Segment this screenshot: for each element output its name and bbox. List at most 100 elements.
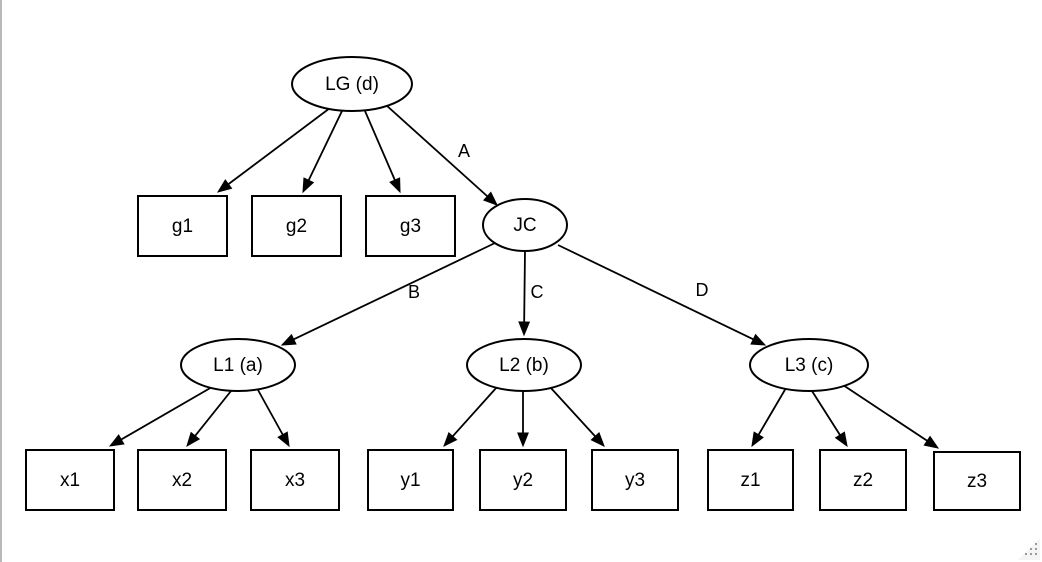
node-label-JC: JC [513, 215, 536, 236]
node-shape-ellipse [749, 338, 869, 392]
node-x2[interactable]: x2 [137, 449, 227, 511]
edge-line [257, 389, 285, 437]
node-g3[interactable]: g3 [365, 195, 456, 257]
node-LG[interactable]: LG (d) [291, 56, 413, 112]
edge-label-B: B [408, 282, 420, 302]
node-shape-ellipse [291, 56, 413, 112]
node-y1[interactable]: y1 [367, 449, 454, 511]
arrow-head [302, 177, 315, 194]
node-label-y3: y3 [625, 470, 645, 491]
arrow-head [443, 431, 458, 448]
edge-LG-to-JC[interactable] [385, 104, 499, 206]
node-label-y1: y1 [400, 470, 420, 491]
arrow-head [751, 431, 764, 448]
node-label-x1: x1 [60, 470, 80, 491]
node-shape-box [137, 449, 227, 511]
node-shape-box [591, 449, 679, 511]
edge-line [557, 244, 756, 342]
node-x3[interactable]: x3 [250, 449, 340, 511]
edge-L1-to-x3[interactable] [257, 389, 290, 448]
arrow-head [518, 321, 531, 337]
edge-L3-to-z1[interactable] [751, 387, 787, 448]
node-label-g1: g1 [172, 216, 193, 237]
edge-L2-to-y3[interactable] [549, 386, 605, 447]
node-label-g3: g3 [400, 216, 421, 237]
edge-L2-to-y1[interactable] [443, 386, 498, 448]
node-y2[interactable]: y2 [479, 449, 567, 511]
node-z1[interactable]: z1 [707, 449, 794, 511]
node-g1[interactable]: g1 [137, 195, 228, 257]
node-label-L2: L2 (b) [499, 355, 549, 376]
resize-grip-icon[interactable] [1018, 538, 1040, 560]
node-label-x2: x2 [172, 470, 192, 491]
edge-LG-to-g3[interactable] [364, 110, 401, 194]
edge-line [523, 250, 526, 325]
edge-line [226, 107, 331, 187]
edge-L1-to-x2[interactable] [186, 390, 232, 448]
node-shape-box [25, 449, 115, 511]
edge-line [364, 110, 397, 183]
arrow-head [108, 434, 125, 447]
edge-line [842, 384, 930, 443]
edges-layer [108, 104, 940, 449]
edge-line [385, 104, 490, 199]
node-label-z3: z3 [967, 471, 987, 492]
edge-label-D: D [696, 280, 709, 300]
arrow-head [923, 435, 940, 449]
left-edge-rule [0, 0, 2, 562]
node-label-y2: y2 [513, 470, 533, 491]
node-label-g2: g2 [286, 216, 307, 237]
node-z2[interactable]: z2 [819, 449, 907, 511]
node-label-L3: L3 (c) [785, 355, 834, 376]
edge-label-C: C [531, 282, 544, 302]
node-shape-box [707, 449, 794, 511]
arrow-head [216, 179, 233, 193]
edge-line [549, 386, 598, 439]
edge-line [450, 386, 498, 439]
arrow-head [482, 191, 499, 206]
node-z3[interactable]: z3 [933, 451, 1021, 511]
node-shape-box [367, 449, 454, 511]
edge-LG-to-g1[interactable] [216, 107, 331, 193]
node-shape-box [819, 449, 907, 511]
edge-L2-to-y2[interactable] [517, 391, 529, 448]
node-L1[interactable]: L1 (a) [180, 338, 296, 392]
node-label-L1: L1 (a) [213, 355, 263, 376]
node-shape-box [250, 449, 340, 511]
edge-L1-to-x1[interactable] [108, 386, 213, 447]
edge-line [811, 390, 842, 438]
arrow-head [517, 432, 529, 448]
arrow-head [590, 432, 605, 447]
node-L3[interactable]: L3 (c) [749, 338, 869, 392]
nodes-layer: LG (d) JC L1 (a) L2 (b) L3 (c) g1 g2 g3 x1 x2 x3 y1… [25, 56, 1021, 511]
node-JC[interactable]: JC [482, 198, 568, 252]
edge-labels-layer: A B C D [408, 141, 709, 302]
edge-line [306, 110, 343, 183]
node-label-LG: LG (d) [325, 74, 379, 95]
node-shape-ellipse [180, 338, 296, 392]
edge-label-A: A [458, 141, 470, 161]
arrow-head [389, 177, 401, 194]
edge-JC-to-L2[interactable] [518, 250, 531, 337]
edge-JC-to-L3[interactable] [557, 244, 767, 346]
edge-line [756, 387, 787, 437]
edge-JC-to-L1[interactable] [280, 242, 496, 346]
arrow-head [277, 431, 290, 448]
node-y3[interactable]: y3 [591, 449, 679, 511]
node-shape-box [365, 195, 456, 257]
edge-L3-to-z2[interactable] [811, 390, 848, 448]
node-L2[interactable]: L2 (b) [466, 338, 582, 392]
node-shape-box [479, 449, 567, 511]
edge-L3-to-z3[interactable] [842, 384, 940, 449]
arrow-head [280, 333, 297, 346]
node-shape-box [251, 195, 342, 257]
node-x1[interactable]: x1 [25, 449, 115, 511]
node-label-x3: x3 [285, 470, 305, 491]
arrow-head [834, 431, 848, 448]
arrow-head [750, 333, 767, 346]
node-g2[interactable]: g2 [251, 195, 342, 257]
node-shape-ellipse [482, 198, 568, 252]
edge-LG-to-g2[interactable] [302, 110, 343, 194]
